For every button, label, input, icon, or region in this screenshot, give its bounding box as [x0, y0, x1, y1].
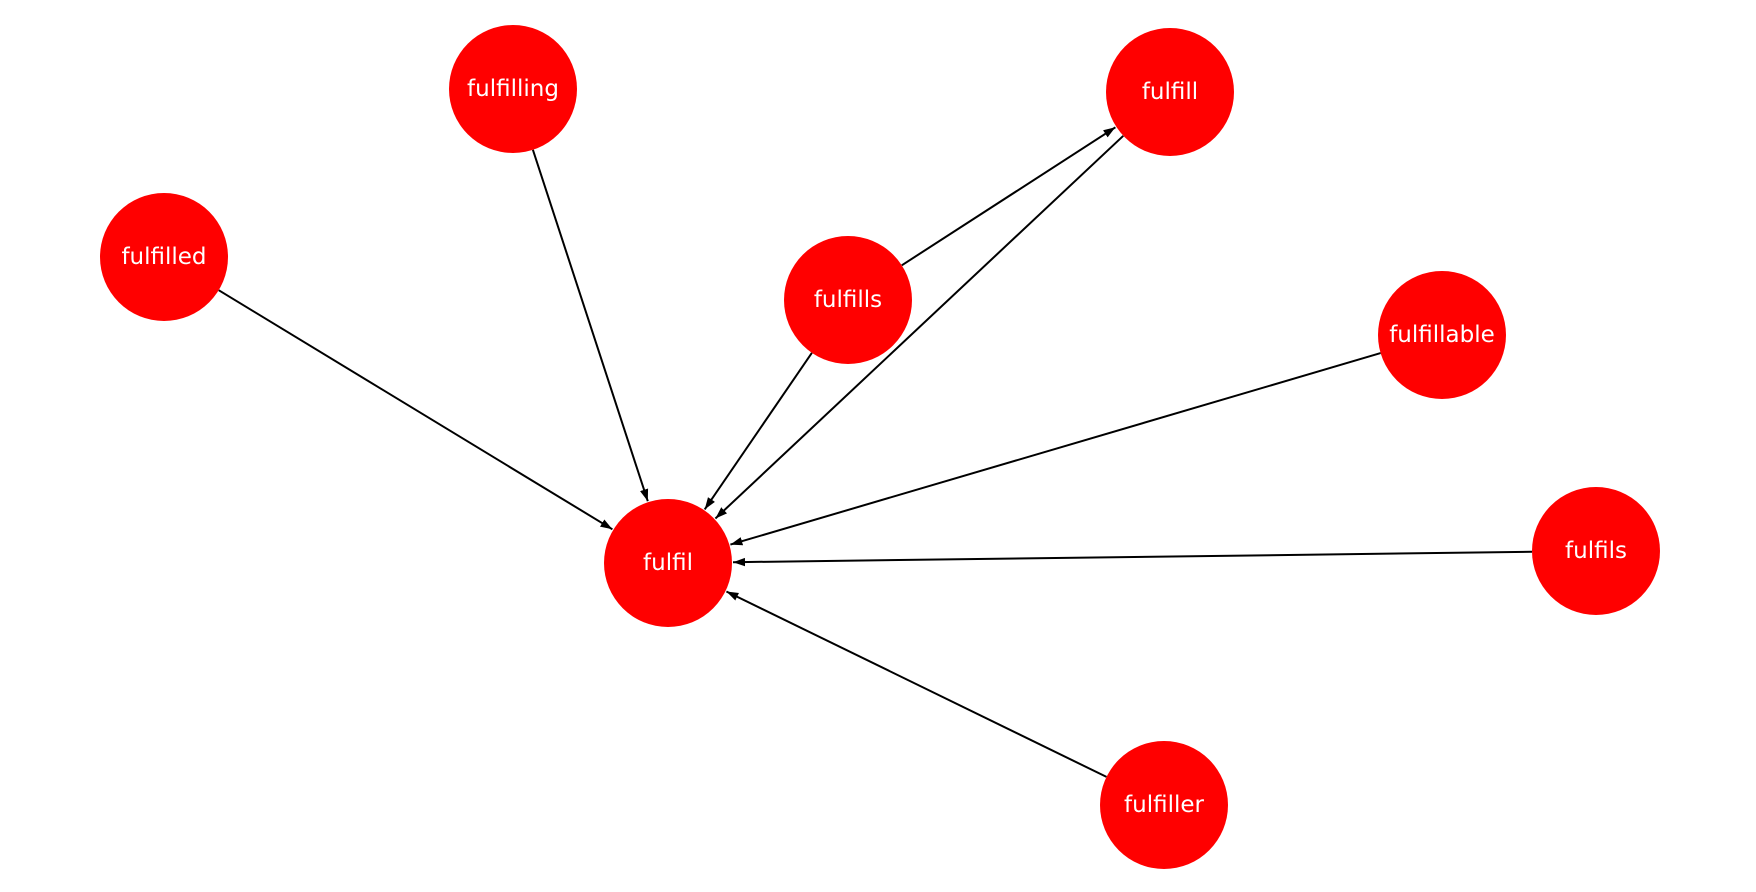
- node-label: fulfiller: [1124, 792, 1204, 818]
- node-circle: [1106, 28, 1234, 156]
- node-fulfils: fulfils: [1532, 487, 1660, 615]
- edge-fulfils-to-fulfil: [732, 550, 1533, 567]
- node-circle: [1378, 271, 1506, 399]
- edge-fulfilled-to-fulfil: [218, 289, 613, 531]
- edges-layer: [218, 126, 1533, 778]
- node-circle: [1100, 741, 1228, 869]
- node-circle: [449, 25, 577, 153]
- node-fulfil: fulfil: [604, 499, 732, 627]
- node-label: fulfill: [1142, 79, 1198, 105]
- node-circle: [1532, 487, 1660, 615]
- nodes-layer: fulfil fulfilling fulfill fulfilled fulfills…: [100, 25, 1660, 869]
- node-fulfiller: fulfiller: [1100, 741, 1228, 869]
- edge-fulfiller-to-fulfil: [725, 590, 1107, 778]
- node-fulfilled: fulfilled: [100, 193, 228, 321]
- node-label: fulfilled: [121, 244, 206, 270]
- edge-fulfillable-to-fulfil: [730, 352, 1381, 546]
- node-label: fulfilling: [467, 76, 559, 102]
- node-circle: [604, 499, 732, 627]
- edge-fulfills-to-fulfil: [703, 352, 813, 510]
- edge-fulfilling-to-fulfil: [531, 149, 649, 502]
- node-fulfill: fulfill: [1106, 28, 1234, 156]
- edge-fulfills-to-fulfill: [901, 126, 1116, 267]
- node-circle: [100, 193, 228, 321]
- node-fulfillable: fulfillable: [1378, 271, 1506, 399]
- edge-fulfill-to-fulfil: [714, 135, 1124, 520]
- node-label: fulfills: [814, 287, 882, 313]
- node-fulfilling: fulfilling: [449, 25, 577, 153]
- node-label: fulfillable: [1389, 322, 1495, 348]
- node-circle: [784, 236, 912, 364]
- node-label: fulfil: [643, 550, 693, 576]
- node-fulfills: fulfills: [784, 236, 912, 364]
- node-label: fulfils: [1565, 538, 1627, 564]
